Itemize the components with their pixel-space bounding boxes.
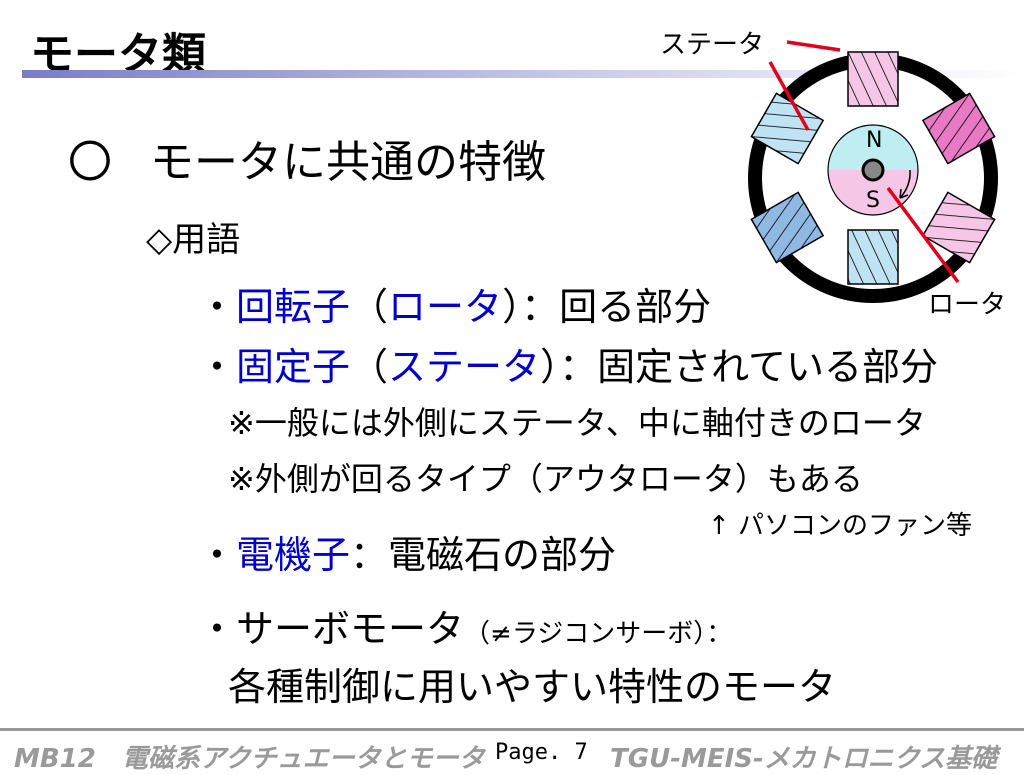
footer-series: TGU-MEIS-メカトロニクス基礎 (610, 744, 998, 774)
footer-course: MB12 電磁系アクチュエータとモータ (14, 744, 485, 774)
servo-aside: （≠ラジコンサーボ）： (464, 619, 733, 649)
term-rotor-reading: ロータ (388, 285, 503, 329)
label-rotor: ロータ (928, 290, 1007, 320)
title-underline (22, 70, 1024, 78)
term-stator-desc: 固定されている部分 (597, 345, 938, 389)
separator: ： (559, 345, 598, 389)
bullet: ・ (198, 607, 237, 651)
pole-s: S (866, 188, 880, 213)
stator-tooth-top (847, 51, 899, 107)
term-rotor: 回転子 (236, 285, 351, 329)
pole-n: N (866, 128, 882, 153)
item-stator: ・固定子（ステータ）：固定されている部分 (198, 336, 938, 391)
stator-tooth-lower-left (750, 191, 825, 264)
paren-open: （ (350, 285, 389, 329)
servo-desc: 各種制御に用いやすい特性のモータ (228, 665, 837, 709)
footer-rule (0, 724, 1024, 738)
term-armature-desc: 電磁石の部分 (388, 533, 617, 577)
section-heading: 〇モータに共通の特徴 (68, 126, 546, 190)
note-pc-fan: ↑ パソコンのファン等 (708, 511, 973, 541)
bullet: ・ (198, 533, 237, 577)
terms-label: ◇用語 (146, 220, 241, 260)
bullet: ・ (198, 345, 237, 389)
term-stator-reading: ステータ (388, 345, 541, 389)
stator-tooth-upper-right (921, 92, 996, 165)
stator-tooth-upper-left (750, 92, 825, 165)
leader-stator-b (768, 61, 810, 131)
footer-page-number: Page. 7 (495, 740, 588, 765)
item-servo: ・サーボモータ（≠ラジコンサーボ）： (198, 598, 732, 653)
term-stator: 固定子 (236, 345, 351, 389)
paren-close: ） (502, 285, 522, 329)
separator: ： (350, 533, 389, 577)
item-rotor: ・回転子（ロータ）：回る部分 (198, 276, 711, 331)
term-servo: サーボモータ (236, 607, 465, 651)
bullet: ・ (198, 285, 237, 329)
rotor (827, 124, 919, 216)
item-armature: ・電機子：電磁石の部分 (198, 524, 616, 579)
term-armature: 電機子 (236, 533, 351, 577)
separator: ： (521, 285, 560, 329)
leader-stator-a (786, 40, 841, 52)
heading-text: モータに共通の特徴 (150, 137, 546, 188)
note-outer-rotor: ※外側が回るタイプ（アウタロータ）もある (228, 460, 863, 498)
motor-diagram: N S (748, 40, 998, 303)
stator-tooth-bottom (847, 229, 899, 285)
stator-tooth-lower-right (921, 191, 996, 264)
label-stator: ステータ (660, 30, 765, 60)
paren-close: ） (540, 345, 560, 389)
term-rotor-desc: 回る部分 (559, 285, 712, 329)
note-stator-layout: ※一般には外側にステータ、中に軸付きのロータ (228, 404, 926, 442)
circle-marker: 〇 (68, 137, 112, 188)
leader-rotor (886, 186, 960, 284)
paren-open: （ (350, 345, 389, 389)
